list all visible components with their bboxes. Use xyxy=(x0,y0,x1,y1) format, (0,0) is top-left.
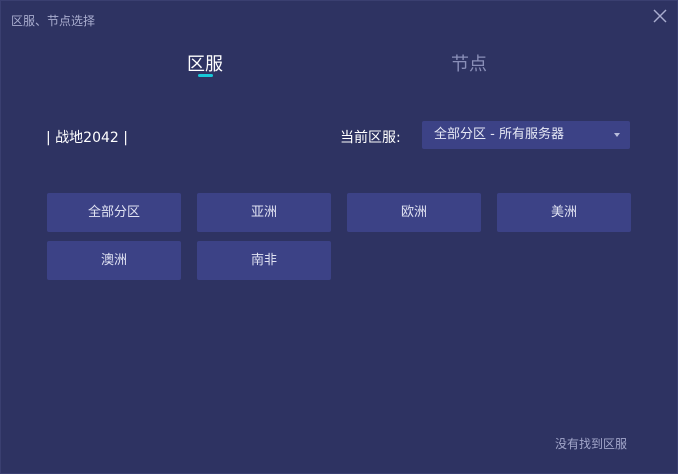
region-button-asia[interactable]: 亚洲 xyxy=(197,193,331,232)
window-title: 区服、节点选择 xyxy=(11,14,96,28)
region-button-america[interactable]: 美洲 xyxy=(497,193,631,232)
tab-node[interactable]: 节点 xyxy=(451,54,487,75)
caret-down-icon xyxy=(614,133,620,137)
region-button-europe[interactable]: 欧洲 xyxy=(347,193,481,232)
close-icon xyxy=(653,9,667,23)
game-name: | 战地2042 | xyxy=(46,130,128,146)
tab-server[interactable]: 区服 xyxy=(187,54,223,75)
current-region-label: 当前区服: xyxy=(340,130,401,146)
region-dropdown[interactable]: 全部分区 - 所有服务器 xyxy=(422,121,630,149)
region-dropdown-value: 全部分区 - 所有服务器 xyxy=(434,127,564,142)
region-button-south-africa[interactable]: 南非 xyxy=(197,241,331,280)
region-button-oceania[interactable]: 澳洲 xyxy=(47,241,181,280)
active-tab-indicator xyxy=(198,74,213,77)
region-not-found-link[interactable]: 没有找到区服 xyxy=(554,437,627,451)
close-button[interactable] xyxy=(652,8,668,24)
region-button-all[interactable]: 全部分区 xyxy=(47,193,181,232)
